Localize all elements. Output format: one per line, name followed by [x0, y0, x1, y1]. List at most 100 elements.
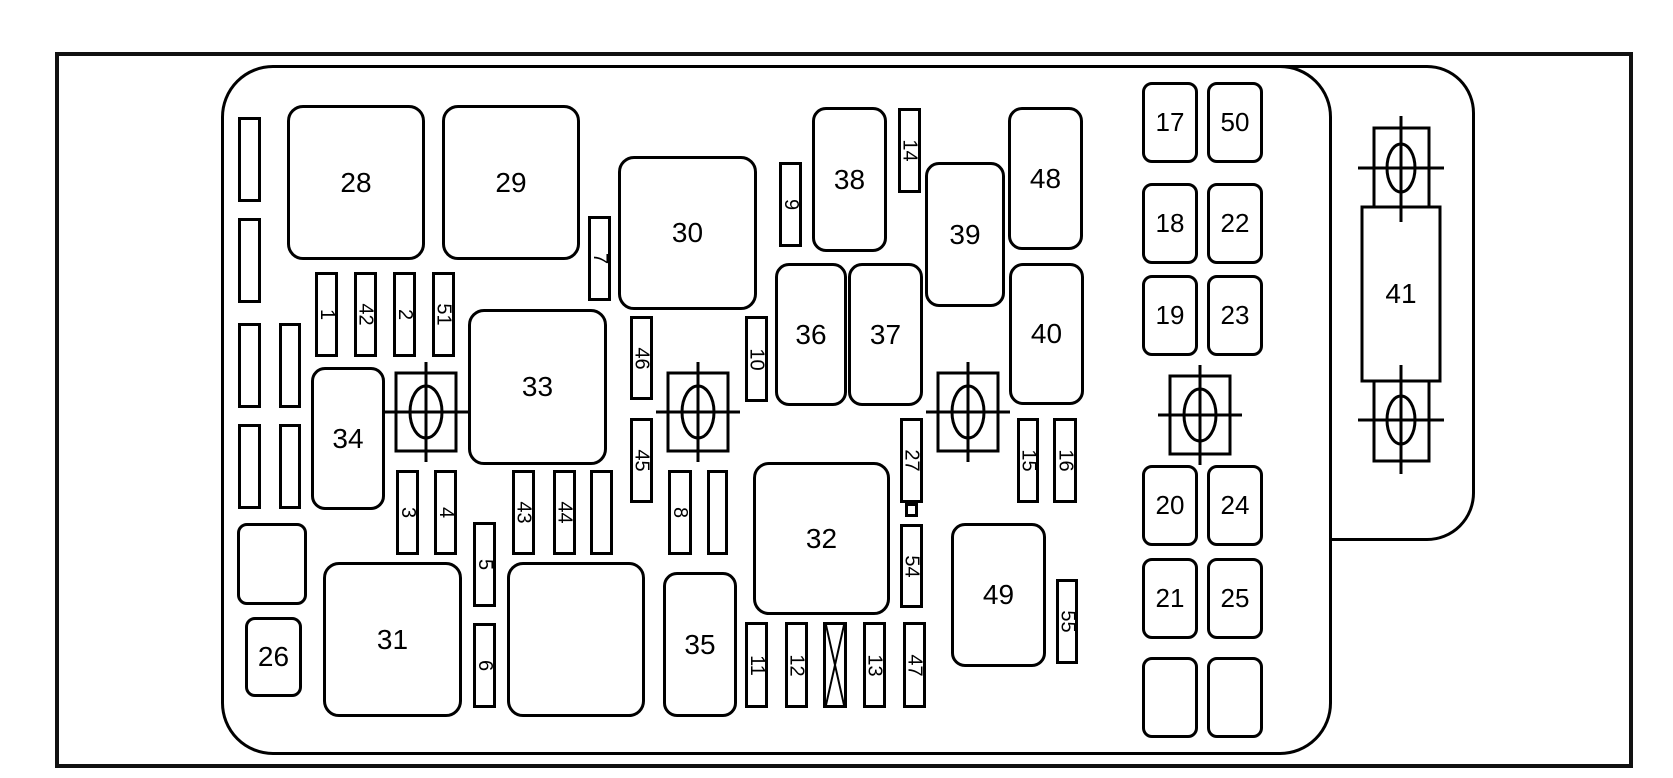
relay-40-label: 40 [1030, 318, 1063, 349]
left-fuse-slot [238, 117, 261, 202]
empty-relay-slot [237, 523, 307, 605]
relay-30: 30 [618, 156, 757, 310]
fuse-27: 27 [900, 418, 923, 503]
crossed-fuse-icon [823, 622, 847, 708]
relay-33-label: 33 [521, 371, 554, 402]
relay-38: 38 [812, 107, 887, 252]
fuse-55: 55 [1056, 579, 1079, 664]
empty-relay-slot [507, 562, 645, 717]
mini-fuse-24-label: 24 [1220, 490, 1250, 520]
relay-49: 49 [951, 523, 1046, 667]
fuse-8-label: 8 [669, 506, 692, 519]
mini-fuse-21: 21 [1142, 558, 1198, 639]
relay-29: 29 [442, 105, 580, 260]
fuse-54: 54 [900, 524, 923, 608]
fuse-slot [590, 470, 613, 555]
fuse-46: 46 [630, 316, 653, 400]
mini-fuse-18-label: 18 [1155, 208, 1185, 238]
mini-fuse-18: 18 [1142, 183, 1198, 264]
relay-35-label: 35 [684, 628, 716, 660]
mini-fuse-24: 24 [1207, 465, 1263, 546]
fuse-7: 7 [588, 216, 611, 301]
bolt-icon [926, 362, 1010, 462]
fuse-15: 15 [1017, 418, 1040, 503]
fuse-2: 2 [393, 272, 416, 357]
fuse-10: 10 [745, 316, 768, 402]
fuse-9-label: 9 [780, 198, 802, 211]
fuse-42: 42 [354, 272, 377, 357]
fuse-11-label: 11 [746, 654, 769, 676]
bolt-icon [384, 362, 468, 462]
fuse-3: 3 [396, 470, 419, 555]
fuse-15-label: 15 [1017, 449, 1040, 472]
left-fuse-slot [279, 323, 301, 408]
relay-26: 26 [245, 617, 302, 697]
left-fuse-slot [238, 424, 261, 509]
mini-fuse-50: 50 [1207, 82, 1263, 163]
fuse-12-label: 12 [786, 653, 808, 677]
fuse-1: 1 [315, 272, 338, 357]
fuse-9: 9 [779, 162, 802, 247]
relay-37: 37 [848, 263, 923, 406]
fuse-16-label: 16 [1054, 449, 1077, 472]
relay-31: 31 [323, 562, 462, 717]
relay-34: 34 [311, 367, 385, 510]
bolt-icon [656, 362, 740, 462]
mini-fuse-19: 19 [1142, 275, 1198, 356]
relay-31-label: 31 [376, 623, 409, 655]
mini-fuse-25-label: 25 [1220, 583, 1250, 613]
fuse-43: 43 [512, 470, 535, 555]
relay-38-label: 38 [833, 163, 866, 195]
fuse-13-label: 13 [864, 653, 886, 677]
mini-fuse-25: 25 [1207, 558, 1263, 639]
fuse-3-label: 3 [397, 506, 419, 519]
relay-35: 35 [663, 572, 737, 717]
fuse-55-label: 55 [1056, 610, 1079, 633]
fuse-27-tab [905, 503, 918, 517]
fuse-14: 14 [898, 108, 921, 193]
relay-49-label: 49 [982, 579, 1015, 610]
fuse-47: 47 [903, 622, 926, 708]
fuse-8: 8 [668, 470, 692, 555]
relay-26-label: 26 [257, 641, 290, 672]
relay-48-label: 48 [1029, 162, 1062, 194]
mini-fuse-20-label: 20 [1155, 490, 1185, 520]
fuse-11: 11 [745, 622, 768, 708]
fuse-44: 44 [553, 470, 576, 555]
fuse-16: 16 [1053, 418, 1077, 503]
fuse-27-label: 27 [901, 449, 923, 472]
mini-fuse-17: 17 [1142, 82, 1198, 163]
fusible-link-41-symbol [1358, 116, 1444, 474]
mini-fuse-21-label: 21 [1155, 583, 1185, 613]
fuse-13: 13 [863, 622, 886, 708]
fuse-2-label: 2 [394, 308, 416, 321]
mini-fuse-50-label: 50 [1220, 107, 1250, 137]
fuse-47-label: 47 [904, 653, 926, 677]
fuse-12: 12 [785, 622, 808, 708]
relay-36: 36 [775, 263, 847, 406]
relay-28: 28 [287, 105, 425, 260]
left-fuse-slot [238, 323, 261, 408]
bolt-icon [1158, 365, 1242, 465]
mini-fuse-20: 20 [1142, 465, 1198, 546]
relay-29-label: 29 [495, 166, 527, 198]
relay-30-label: 30 [671, 217, 704, 248]
fuse-45: 45 [630, 418, 653, 503]
mini-fuse-22-label: 22 [1220, 208, 1250, 238]
relay-37-label: 37 [869, 318, 902, 350]
fuse-54-label: 54 [901, 554, 923, 578]
mini-fuse-22: 22 [1207, 183, 1263, 264]
relay-34-label: 34 [332, 422, 364, 454]
fuse-6: 6 [473, 623, 496, 708]
relay-39: 39 [925, 162, 1005, 307]
mini-fuse-23: 23 [1207, 275, 1263, 356]
fuse-6-label: 6 [474, 659, 496, 672]
fusible-link-41-label: 41 [1385, 278, 1417, 309]
relay-39-label: 39 [949, 218, 981, 250]
fuse-46-label: 46 [631, 346, 653, 370]
mini-fuse-23-label: 23 [1220, 300, 1250, 330]
left-fuse-slot [279, 424, 301, 509]
fuse-4: 4 [434, 470, 457, 555]
mini-fuse-17-label: 17 [1155, 107, 1185, 137]
